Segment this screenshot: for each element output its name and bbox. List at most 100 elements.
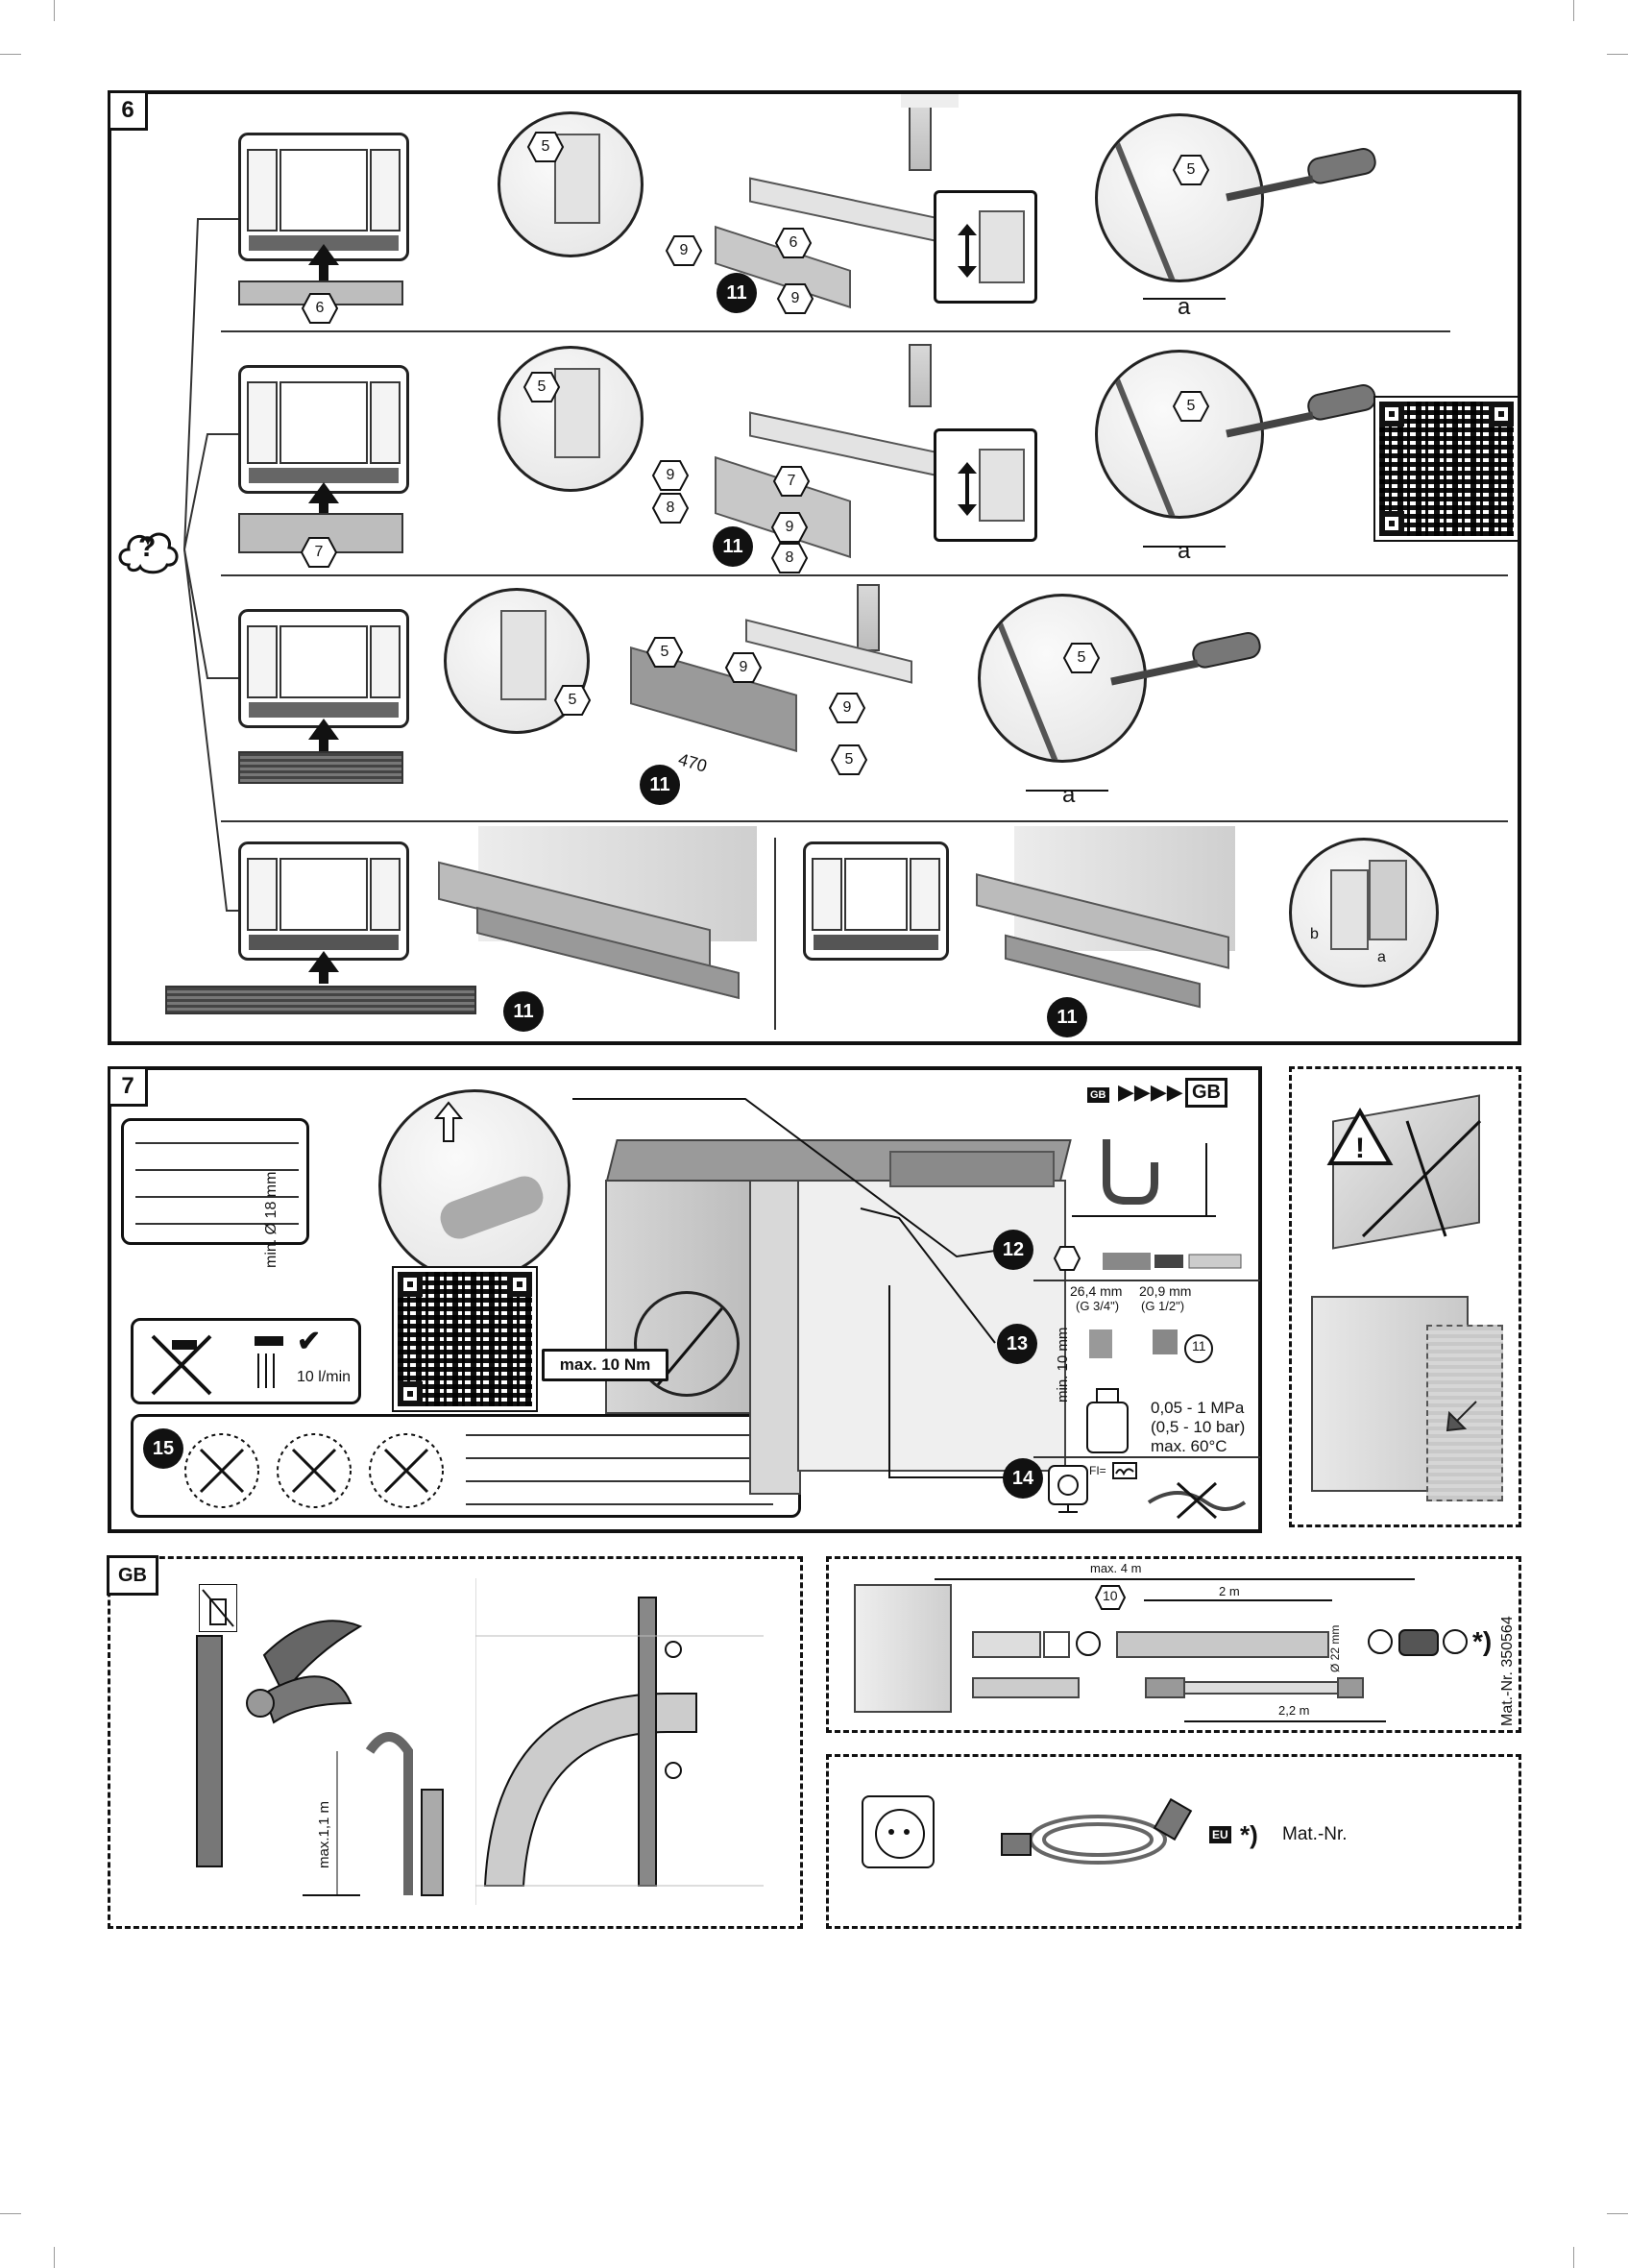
crop-mark xyxy=(1607,54,1628,55)
arrow-up-icon xyxy=(308,244,339,265)
flow-arrows: ▶▶▶▶ xyxy=(1118,1080,1183,1104)
dimension-line xyxy=(1143,298,1226,300)
rotate-arrow-icon xyxy=(434,1101,463,1142)
arrow-up-icon xyxy=(308,951,339,972)
row-divider xyxy=(221,330,1450,332)
dimension-line xyxy=(935,1578,1415,1580)
svg-text:!: ! xyxy=(1355,1133,1365,1164)
flow-rate: 10 l/min xyxy=(297,1369,352,1385)
column-divider xyxy=(774,838,776,1030)
appliance-side-panel xyxy=(909,344,932,407)
detail-divider xyxy=(1033,1456,1260,1458)
step-badge-11: 11 xyxy=(503,991,544,1032)
cross-icon xyxy=(1361,1119,1482,1238)
pliers-clip-icon xyxy=(196,1620,363,1867)
bottle-icon xyxy=(1086,1388,1129,1453)
length-470: 470 xyxy=(675,749,710,776)
screw-label-9: 9 xyxy=(665,234,703,267)
max-temp: max. 60°C xyxy=(1151,1437,1227,1455)
screw-label-8: 8 xyxy=(770,542,809,574)
gb-label: GB xyxy=(107,1555,158,1596)
part-label-6: 6 xyxy=(774,227,813,259)
dishwasher-front-4 xyxy=(238,841,409,961)
dimension-line xyxy=(1026,790,1108,792)
material-number: Mat.-Nr. 350564 xyxy=(1499,1616,1516,1726)
footnote-star: *) xyxy=(1240,1820,1258,1849)
sink xyxy=(889,1151,1055,1187)
no-symbol xyxy=(634,1291,740,1397)
step-badge-11: 11 xyxy=(640,765,680,805)
step-badge-11: 11 xyxy=(713,526,753,567)
hose-fittings-icon xyxy=(1103,1253,1242,1270)
valve-icon xyxy=(1089,1329,1213,1363)
material-number: Mat.-Nr. xyxy=(1282,1824,1348,1844)
wall-clip-icon xyxy=(475,1578,764,1905)
step-badge-11: 11 xyxy=(717,273,757,313)
part-ref-11: 11 xyxy=(1192,1338,1206,1353)
crop-mark xyxy=(54,0,55,21)
dimension-line xyxy=(1184,1720,1386,1722)
dishwasher-front-5 xyxy=(803,841,949,961)
no-extension-icon xyxy=(1147,1481,1247,1520)
fi-label: FI= xyxy=(1089,1464,1106,1477)
hose-clamp-icon xyxy=(1368,1629,1468,1656)
no-kink-icon xyxy=(184,1433,259,1508)
thread-size-2: 20,9 mm xyxy=(1139,1283,1192,1299)
crop-mark xyxy=(0,54,21,55)
min-height: min. 10 mm xyxy=(1055,1327,1071,1402)
detail-magnifier xyxy=(444,588,590,734)
screwdriver-icon xyxy=(1226,148,1376,202)
length-2-2m: 2,2 m xyxy=(1278,1703,1310,1718)
dimension-line xyxy=(1144,1599,1332,1601)
waste-bin-icon xyxy=(199,1584,237,1632)
thread-size-1: 26,4 mm xyxy=(1070,1283,1123,1299)
torque-label-box: max. 10 Nm xyxy=(542,1349,668,1381)
detail-magnifier xyxy=(1289,838,1439,988)
part-label-5: 5 xyxy=(830,744,868,776)
length-2m: 2 m xyxy=(1219,1584,1240,1598)
step-number: 7 xyxy=(108,1066,148,1107)
arrow-up-icon xyxy=(319,963,328,984)
marker-13: 13 xyxy=(997,1324,1037,1364)
qr-code xyxy=(392,1266,538,1412)
arrow-up-icon xyxy=(319,257,328,280)
crop-mark xyxy=(1607,2213,1628,2214)
pressure-bar: (0,5 - 10 bar) xyxy=(1151,1418,1246,1436)
part-ref-10-text: 10 xyxy=(1103,1588,1118,1603)
part-label-5: 5 xyxy=(1172,390,1210,423)
screw-label-9: 9 xyxy=(770,511,809,544)
part-label-6: 6 xyxy=(301,292,339,325)
question-cloud-icon xyxy=(118,532,179,574)
no-cut-icon xyxy=(277,1433,352,1508)
part-label-5: 5 xyxy=(526,131,565,163)
part-label-5: 5 xyxy=(645,636,684,669)
siphon-icon xyxy=(1072,1139,1216,1217)
crop-mark xyxy=(0,2213,21,2214)
power-cable-panel: EU *) Mat.-Nr. xyxy=(826,1754,1521,1929)
plinth-board-4 xyxy=(165,986,476,1014)
row-divider xyxy=(221,574,1508,576)
marker-14: 14 xyxy=(1003,1458,1043,1499)
plinth-rail xyxy=(745,619,912,684)
screwdriver-icon xyxy=(1226,384,1376,438)
max-length: max. 4 m xyxy=(1090,1561,1142,1575)
bracket-detail xyxy=(934,190,1037,304)
screw-label-9: 9 xyxy=(724,651,763,684)
hose-magnifier xyxy=(378,1089,571,1281)
crop-mark xyxy=(54,2247,55,2268)
dimension-a: a xyxy=(1062,782,1076,808)
part-ref-10 xyxy=(1094,1585,1127,1610)
dishwasher-front-2 xyxy=(238,365,409,494)
rcd-icon xyxy=(1112,1462,1137,1479)
leader-lines xyxy=(572,1098,1005,1478)
nut-icon xyxy=(1053,1246,1081,1271)
gb-panel: GB max.1,1 m xyxy=(107,1555,803,1929)
gb-badge: GB xyxy=(1185,1078,1227,1108)
appliance-side-panel xyxy=(909,106,932,171)
dimension-a: a xyxy=(1178,294,1191,320)
gb-badge-small: GB xyxy=(1087,1087,1109,1103)
marker-15: 15 xyxy=(143,1428,183,1469)
arrow-up-icon xyxy=(319,730,328,751)
screwdriver-icon xyxy=(1110,632,1261,686)
detail-magnifier xyxy=(498,346,644,492)
